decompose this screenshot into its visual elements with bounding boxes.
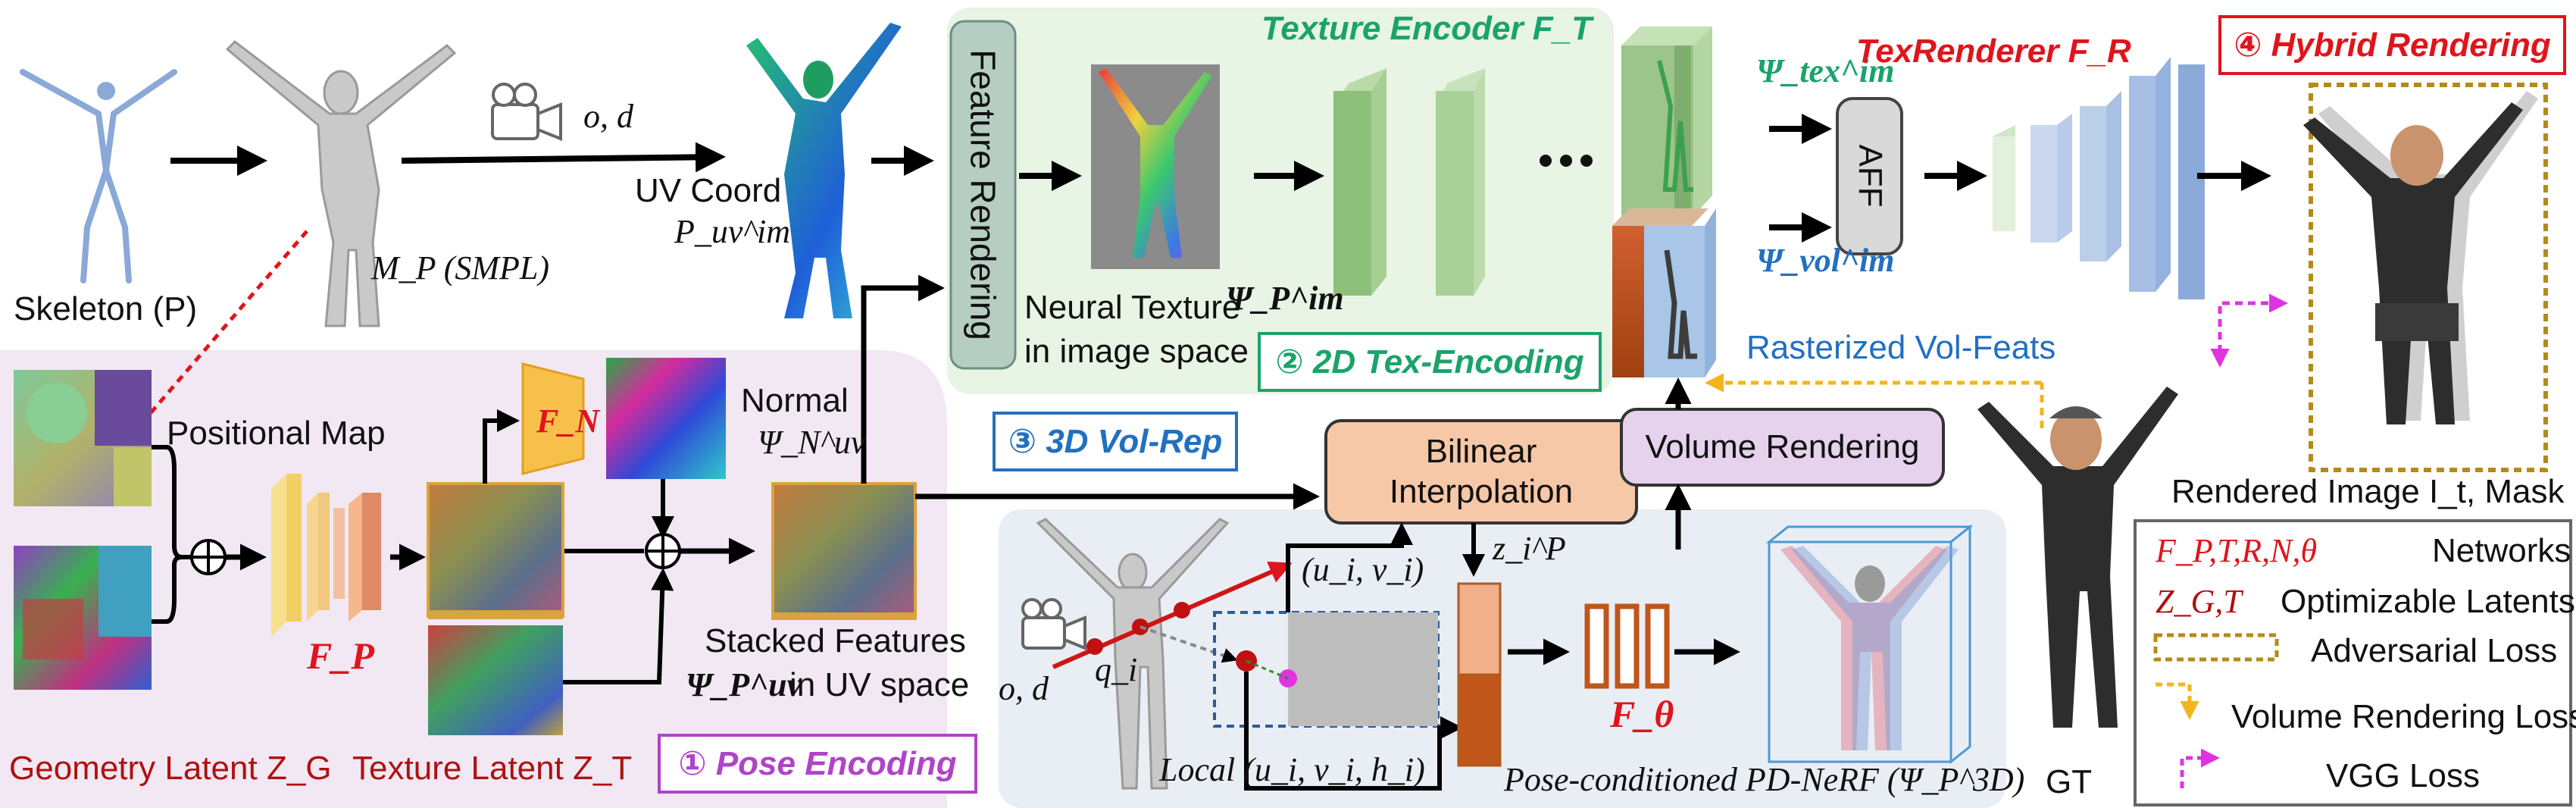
normal-label: Normal: [741, 382, 849, 419]
tex-encoding-box: [1258, 332, 1602, 392]
pose-encoding-box: [658, 734, 977, 794]
ellipsis-dots: [1540, 155, 1593, 167]
vol-rep-label: ③ 3D Vol-Rep: [1008, 423, 1223, 460]
arrow-features-to-fn: [483, 409, 520, 484]
arrow-texture-latent-to-concat: [563, 568, 674, 684]
local-point-connector: [1246, 659, 1289, 680]
vol-rep-box: [993, 412, 1238, 471]
stacked-features-label-line2: in UV space: [789, 666, 970, 703]
texture-encoder-title: Texture Encoder F_T: [1261, 10, 1593, 47]
arrow-vgg-loss: [2218, 293, 2288, 352]
arrow-local-to-latent: [1244, 672, 1463, 791]
aff-label: AFF: [1852, 144, 1890, 208]
local-coordinates-label: Local (u_i, v_i, h_i): [1159, 751, 1425, 788]
concat-symbol-1: [190, 539, 227, 575]
skeleton-figure: [20, 69, 177, 283]
stacked-features-psi: Ψ_P^uv: [686, 666, 802, 703]
ui-vi-label: (u_i, v_i): [1302, 551, 1424, 588]
rendered-person: [2303, 91, 2538, 424]
volume-rendering-box: [1620, 408, 1945, 487]
smpl-label: M_P (SMPL): [371, 249, 550, 287]
camera-origin-direction-top: o, d: [583, 98, 633, 135]
bilinear-interpolation-label: Bilinear Interpolation: [1389, 432, 1574, 510]
skeleton-label: Skeleton (P): [14, 290, 198, 327]
legend-volume-loss-label: Volume Rendering Loss: [2231, 698, 2576, 735]
pd-nerf-volume: [1765, 524, 1974, 765]
hybrid-rendering-label: ④ Hybrid Rendering: [2234, 27, 2551, 64]
ray-sample-points: [1086, 602, 1190, 655]
geometry-latent-image: [14, 546, 152, 690]
tex-renderer-stack: [1993, 57, 2205, 299]
rendered-image-label: Rendered Image I_t, Mask: [2171, 473, 2565, 510]
ftheta-label: F_θ: [1610, 693, 1674, 735]
stacked-features-label-line1: Stacked Features: [705, 622, 966, 659]
pd-nerf-label: Pose-conditioned PD-NeRF (Ψ_P^3D): [1504, 761, 2025, 798]
concat-symbol-2: [645, 533, 681, 569]
neural-texture-figure: [1099, 68, 1212, 258]
volume-representation-panel: [999, 509, 2006, 808]
positional-map-image: [14, 370, 152, 506]
local-uv-patch-texture: [1288, 612, 1438, 726]
fp-output-features: [427, 482, 564, 619]
normal-map-image: [606, 358, 726, 479]
camera-icon-bottom: [1021, 598, 1086, 650]
texture-latent-image: [428, 625, 563, 735]
psi-vol-feature-block: [1612, 208, 1716, 377]
arrow-stacked-to-feature-rendering: [861, 274, 945, 484]
p-uv-im-label: P_uv^im: [674, 213, 790, 250]
legend-networks-label: Networks: [2432, 532, 2571, 569]
smpl-body-mesh: [225, 40, 457, 327]
camera-icon-top: [491, 83, 562, 141]
psi-tex-feature-block: [1621, 27, 1712, 216]
ftheta-network: [1584, 603, 1670, 689]
fp-label: F_P: [307, 634, 374, 677]
fn-network-trapezoid: [521, 362, 585, 475]
neural-texture-label-line1: Neural Texture: [1024, 289, 1241, 326]
arrow-smpl-to-positional-map: [118, 230, 308, 450]
positional-map-label: Positional Map: [167, 415, 386, 452]
legend-latents-label: Optimizable Latents: [2281, 583, 2575, 620]
encoder-layer-2: [1436, 68, 1485, 296]
aff-box: [1836, 97, 1903, 255]
gt-person: [1977, 387, 2178, 728]
uv-coord-label: UV Coord: [635, 172, 782, 209]
arrow-geometry-latent-to-concat: [152, 555, 193, 624]
psi-vol-label: Ψ_vol^im: [1756, 242, 1895, 279]
arrow-local-to-bilinear: [1286, 522, 1413, 612]
encoder-layer-1: [1333, 68, 1386, 296]
zip-label: z_i^P: [1493, 530, 1566, 567]
feature-rendering-box: [949, 20, 1017, 370]
query-body-mesh: [1036, 518, 1230, 790]
gt-label: GT: [2046, 763, 2093, 800]
stacked-features-image: [771, 482, 917, 620]
arrow-smpl-to-uv: [401, 142, 726, 173]
neural-texture-psi: Ψ_P^im: [1226, 280, 1344, 317]
volume-rendering-label: Volume Rendering: [1645, 428, 1920, 465]
feature-rendering-label: Feature Rendering: [963, 49, 1003, 340]
uv-coordinate-head: [803, 61, 833, 99]
texture-latent-label: Texture Latent Z_T: [352, 750, 633, 787]
legend-vgg-label: VGG Loss: [2326, 757, 2480, 794]
tex-encoding-label: ② 2D Tex-Encoding: [1275, 343, 1584, 381]
psi-tex-label: Ψ_tex^im: [1756, 52, 1895, 89]
fn-label: F_N: [536, 402, 600, 440]
legend-adversarial-label: Adversarial Loss: [2311, 632, 2558, 669]
legend-latents-symbol: Z_G,T: [2156, 583, 2242, 620]
psi-n-uv-label: Ψ_N^uv: [758, 424, 866, 461]
legend-volume-loss-swatch: [2156, 682, 2199, 720]
legend-adversarial-swatch: [2153, 633, 2279, 662]
legend-networks-symbol: F_P,T,R,N,θ: [2156, 532, 2318, 569]
q-i-label: q_i: [1095, 651, 1138, 688]
uv-coordinate-body: [746, 23, 902, 318]
pose-encoding-label: ① Pose Encoding: [678, 745, 957, 782]
zip-feature-vector: [1457, 582, 1502, 767]
hybrid-rendering-box: [2218, 15, 2566, 75]
camera-origin-direction-bottom: o, d: [999, 670, 1049, 707]
fp-network-block: [271, 474, 381, 637]
tex-renderer-title: TexRenderer F_R: [1856, 33, 2131, 70]
rasterized-vol-feats-label: Rasterized Vol-Feats: [1746, 329, 2056, 366]
neural-texture-label-line2: in image space: [1024, 333, 1249, 370]
geometry-latent-label: Geometry Latent Z_G: [9, 750, 332, 787]
